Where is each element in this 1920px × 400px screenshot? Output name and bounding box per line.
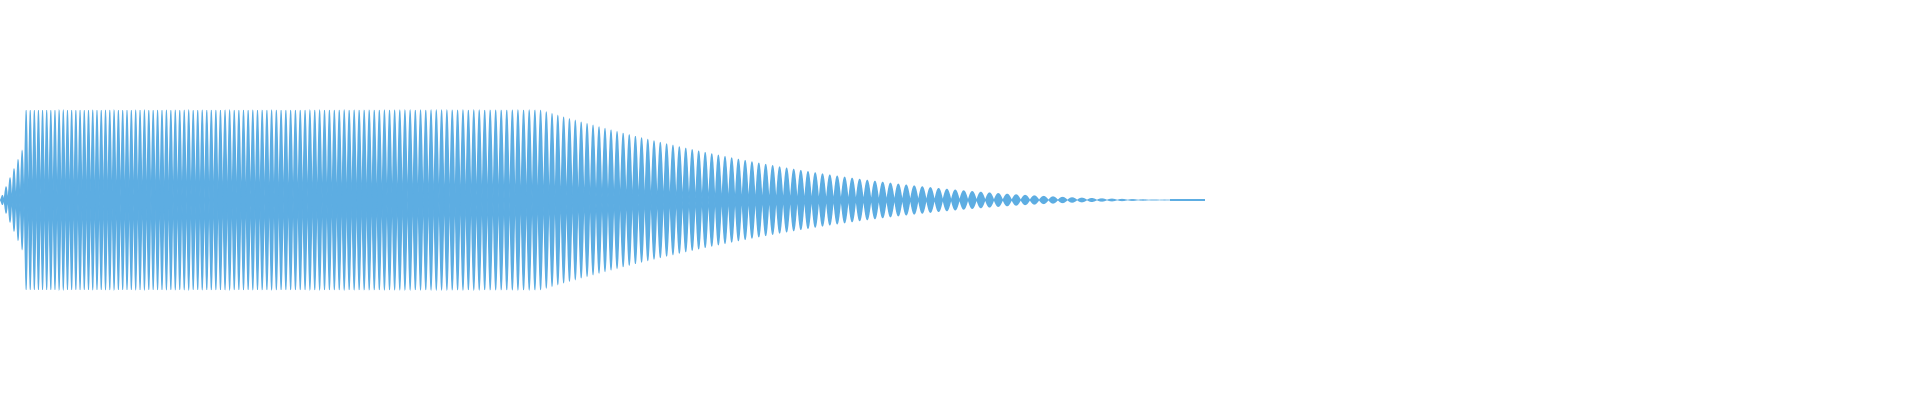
waveform-upper-envelope bbox=[0, 108, 1200, 292]
